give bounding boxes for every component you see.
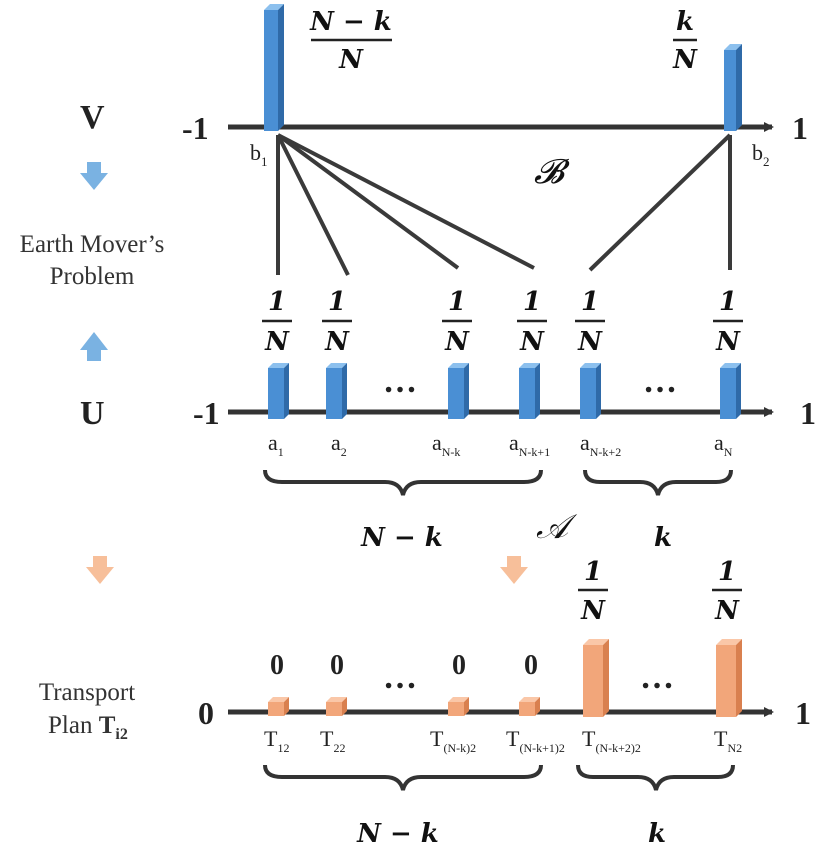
t-ellipsis-2: …: [640, 659, 674, 696]
v-axis-right: 1: [792, 110, 808, 146]
u-label: U: [80, 395, 105, 432]
svg-text:aN-k: aN-k: [432, 430, 460, 459]
u-ellipsis-1: …: [383, 363, 417, 400]
svg-text:0: 0: [270, 650, 284, 681]
svg-text:1: 1: [268, 287, 286, 317]
brace-u-right-label: k: [654, 523, 672, 553]
svg-text:1: 1: [719, 287, 737, 317]
plan-label-line2: Plan Ti2: [48, 712, 128, 743]
t1-cube: [268, 697, 289, 716]
brace-u-left-label: N − k: [360, 523, 443, 553]
t3-cube: [448, 697, 469, 716]
svg-text:N: N: [577, 327, 603, 357]
u-masses: 1N 1N 1N 1N 1N 1N: [264, 287, 741, 357]
brace-t-right-label: k: [648, 819, 666, 846]
u-axis-left: -1: [193, 395, 220, 431]
b1-bar: [264, 4, 284, 131]
b1-mass-num: N − k: [309, 7, 392, 37]
fraction-lines: [262, 38, 743, 592]
a3-bar: [448, 363, 469, 419]
svg-text:a1: a1: [268, 430, 284, 459]
arrow-down-orange-left: [86, 556, 114, 584]
u-axis-right: 1: [800, 395, 816, 431]
t-labels: T12 T22 T(N-k)2 T(N-k+1)2 T(N-k+2)2 TN2: [264, 726, 742, 755]
brace-t-left: [263, 764, 543, 791]
brace-t-right: [576, 764, 735, 791]
svg-text:0: 0: [524, 650, 538, 681]
v-axis-left: -1: [182, 110, 209, 146]
arrow-down-orange-mid: [500, 556, 528, 584]
svg-text:T22: T22: [320, 726, 345, 755]
a2-bar: [326, 363, 347, 419]
brace-t-left-label: N − k: [356, 819, 439, 846]
t6-bar: [716, 639, 742, 717]
b2-mass-den: N: [672, 45, 698, 75]
svg-text:T12: T12: [264, 726, 289, 755]
t4-cube: [519, 697, 540, 716]
b2-label: b2: [752, 140, 770, 169]
svg-text:1: 1: [584, 557, 602, 587]
svg-text:N: N: [715, 327, 741, 357]
t5-bar: [583, 639, 609, 717]
b1-label: b1: [250, 140, 268, 169]
plan-label-line1: Transport: [39, 679, 135, 706]
a4-bar: [519, 363, 540, 419]
a5-bar: [580, 363, 601, 419]
arrow-down-blue: [80, 162, 108, 190]
t-bars: [268, 639, 742, 717]
svg-text:T(N-k+2)2: T(N-k+2)2: [582, 726, 641, 755]
svg-text:1: 1: [581, 287, 599, 317]
svg-text:N: N: [444, 327, 470, 357]
emd-label-line2: Problem: [50, 263, 135, 290]
a1-bar: [268, 363, 289, 419]
u-ellipsis-2: …: [643, 363, 677, 400]
svg-text:1: 1: [718, 557, 736, 587]
b2-mass-num: k: [676, 7, 694, 37]
b1-mass-den: N: [338, 45, 364, 75]
svg-text:T(N-k)2: T(N-k)2: [430, 726, 476, 755]
a-labels: a1 a2 aN-k aN-k+1 aN-k+2 aN: [268, 430, 733, 459]
svg-text:N: N: [714, 596, 740, 626]
t2-cube: [326, 697, 347, 716]
svg-text:N: N: [519, 327, 545, 357]
svg-text:0: 0: [330, 650, 344, 681]
b2-bar: [724, 44, 742, 131]
svg-text:1: 1: [328, 287, 346, 317]
svg-text:aN-k+1: aN-k+1: [509, 430, 550, 459]
svg-text:N: N: [580, 596, 606, 626]
svg-text:1: 1: [448, 287, 466, 317]
emd-label-line1: Earth Mover’s: [20, 231, 165, 258]
a6-bar: [720, 363, 741, 419]
arrow-up-blue: [80, 332, 108, 361]
set-b-symbol: 𝓑: [534, 152, 570, 192]
t-axis-right: 1: [795, 695, 811, 731]
t-axis-left: 0: [198, 695, 214, 731]
svg-text:1: 1: [523, 287, 541, 317]
t-mass-values: 1N 1N: [580, 557, 740, 626]
brace-u-right: [583, 469, 733, 496]
a-bars: [268, 363, 741, 419]
t-zero-values: 0 0 0 0: [270, 650, 538, 681]
svg-text:T(N-k+1)2: T(N-k+1)2: [506, 726, 565, 755]
t-ellipsis-1: …: [383, 659, 417, 696]
transport-lines: [276, 133, 732, 276]
svg-text:aN: aN: [714, 430, 733, 459]
svg-text:TN2: TN2: [714, 726, 742, 755]
set-a-symbol: 𝒜: [536, 507, 578, 547]
svg-text:N: N: [324, 327, 350, 357]
brace-u-left: [263, 469, 543, 496]
svg-text:N: N: [264, 327, 290, 357]
svg-text:0: 0: [452, 650, 466, 681]
svg-text:aN-k+2: aN-k+2: [580, 430, 621, 459]
svg-text:a2: a2: [331, 430, 347, 459]
v-label: V: [80, 99, 105, 136]
